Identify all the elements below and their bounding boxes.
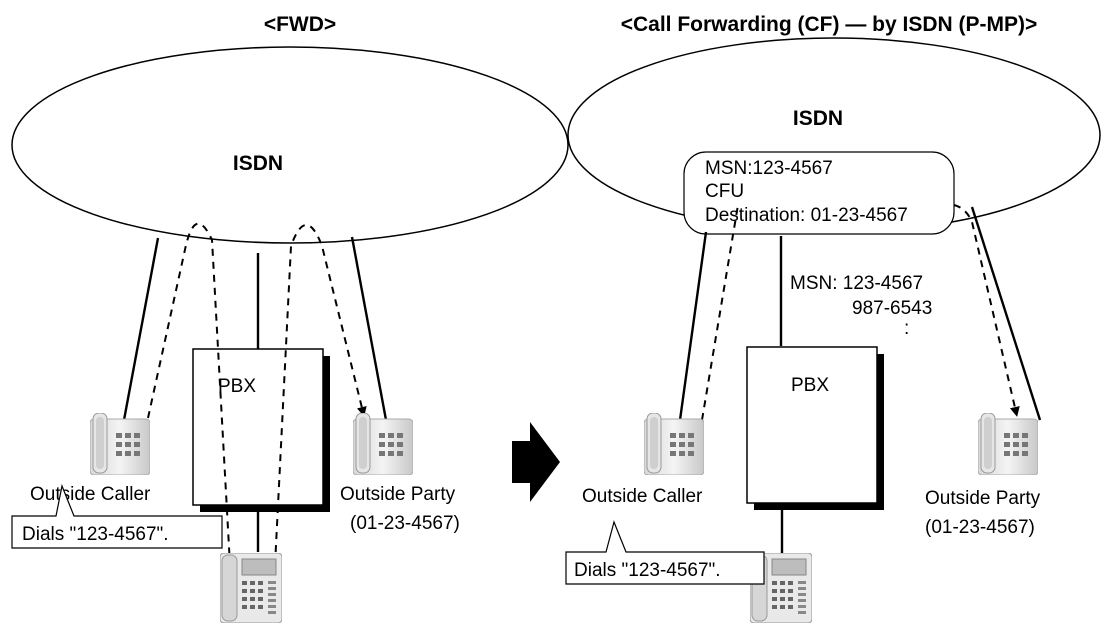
left-isdn-cloud (11, 46, 569, 244)
right-party-label: Outside Party (925, 488, 1041, 509)
left-diagram: <FWD> ISDN PBX Outside Caller Outside Pa… (11, 13, 569, 623)
left-incoming-path (147, 222, 235, 570)
right-msn-label: MSN: 123-4567 (790, 273, 923, 294)
left-isdn-label: ISDN (233, 152, 283, 175)
right-caller-label: Outside Caller (582, 486, 703, 507)
left-extension-desk-phone-icon (220, 553, 282, 623)
right-pbx-label: PBX (791, 375, 829, 396)
right-party-number: (01-23-4567) (925, 517, 1035, 538)
right-diagram: <Call Forwarding (CF) — by ISDN (P-MP)> … (565, 13, 1101, 623)
left-party-label: Outside Party (340, 484, 456, 505)
left-party-number: (01-23-4567) (350, 513, 460, 534)
right-party-line (970, 206, 1042, 421)
right-callout-text: Dials "123-4567". (574, 560, 721, 581)
transition-arrow-icon (512, 422, 560, 502)
left-party-line (350, 236, 388, 421)
right-box-cfu: CFU (705, 181, 744, 202)
right-isdn-label: ISDN (793, 107, 843, 130)
right-box-destination: Destination: 01-23-4567 (705, 205, 908, 226)
right-msn-info-box (683, 151, 955, 235)
left-pbx-label: PBX (218, 376, 256, 397)
right-pbx-box (746, 346, 878, 504)
right-msn-more: : (904, 318, 909, 339)
right-incoming-path (701, 204, 739, 421)
right-outside-caller-phone-icon (644, 413, 704, 475)
left-callout-text: Dials "123-4567". (22, 524, 169, 545)
left-outside-caller-phone-icon (90, 413, 150, 475)
right-outside-party-phone-icon (978, 413, 1038, 475)
left-caller-label: Outside Caller (30, 484, 151, 505)
left-callout-bubble (11, 483, 223, 549)
left-caller-line (122, 237, 160, 421)
right-title: <Call Forwarding (CF) — by ISDN (P-MP)> (621, 13, 1038, 36)
left-pbx-box (192, 348, 324, 506)
left-title: <FWD> (264, 13, 336, 36)
right-caller-line (678, 231, 708, 421)
right-msn-second: 987-6543 (852, 298, 932, 319)
right-forward-path (953, 204, 1020, 417)
left-outside-party-phone-icon (353, 413, 413, 475)
right-callout-bubble (565, 520, 765, 585)
right-box-msn: MSN:123-4567 (705, 158, 833, 179)
